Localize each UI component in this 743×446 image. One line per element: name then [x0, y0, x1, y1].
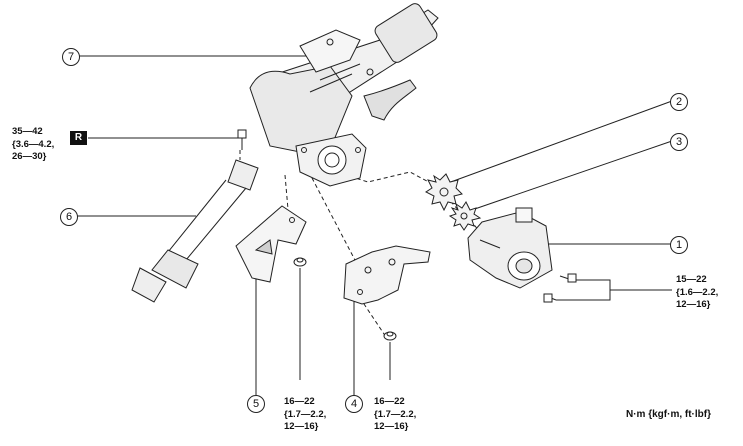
- torque-line: 12—16}: [284, 421, 319, 432]
- bracket-4: [343, 245, 431, 305]
- torque-line: 16—22: [374, 396, 405, 407]
- torque-spec-bracket-4: 16—22 {1.7—2.2, 12—16}: [374, 396, 416, 434]
- gear-housing: [295, 133, 367, 187]
- torque-line: {1.6—2.2,: [676, 286, 719, 298]
- gear-coupling-2: [425, 173, 463, 212]
- torque-line: {1.7—2.2,: [374, 408, 417, 420]
- callout-6: 6: [60, 208, 78, 226]
- column-bolt: [237, 129, 247, 150]
- leader-line-motor-bolts: [556, 279, 611, 301]
- gear-coupling-3: [448, 201, 482, 231]
- units-note: N·m {kgf·m, ft·lbf}: [626, 409, 711, 420]
- torque-spec-column-bolt: 35—42 {3.6—4.2, 26—30}: [12, 126, 54, 164]
- torque-line: 35—42: [12, 126, 43, 137]
- bracket-5: [235, 205, 307, 283]
- nut-5: [293, 257, 307, 267]
- leader-line-3: [465, 140, 673, 213]
- torque-line: 16—22: [284, 396, 315, 407]
- callout-4: 4: [345, 395, 363, 413]
- callout-3: 3: [670, 133, 688, 151]
- callout-2: 2: [670, 93, 688, 111]
- torque-spec-motor-bolts: 15—22 {1.6—2.2, 12—16}: [676, 274, 718, 312]
- torque-line: 15—22: [676, 274, 707, 285]
- torque-line: 12—16}: [676, 299, 711, 310]
- torque-line: {3.6—4.2,: [12, 138, 55, 150]
- motor-bolts: [543, 273, 577, 303]
- leader-line-2: [447, 100, 673, 184]
- torque-spec-bracket-5: 16—22 {1.7—2.2, 12—16}: [284, 396, 326, 434]
- steering-column-upper: [249, 3, 439, 153]
- torque-line: {1.7—2.2,: [284, 408, 327, 420]
- callout-5: 5: [247, 395, 265, 413]
- power-assist-motor: [467, 207, 553, 289]
- callout-7: 7: [62, 48, 80, 66]
- callout-1: 1: [670, 236, 688, 254]
- torque-line: 12—16}: [374, 421, 409, 432]
- intermediate-shaft: [131, 159, 259, 303]
- torque-line: 26—30}: [12, 151, 47, 162]
- nut-4: [383, 331, 397, 341]
- replace-badge: R: [70, 131, 87, 145]
